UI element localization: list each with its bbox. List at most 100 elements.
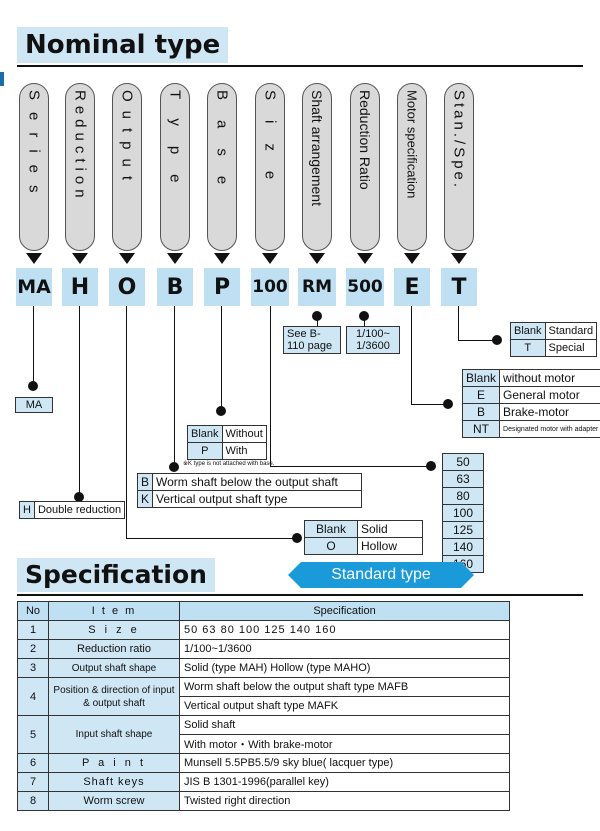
arrow-down-icon: [214, 253, 230, 264]
row-item: Worm screw: [48, 791, 180, 811]
option-key: Blank: [304, 520, 358, 538]
pill-label: Base: [213, 90, 231, 205]
connector: [221, 306, 222, 412]
row-no: 2: [17, 639, 49, 659]
table-row: 1 S i z e 50 63 80 100 125 140 160: [17, 620, 510, 640]
table-row: Vertical output shaft type MAFK: [18, 696, 510, 716]
connector: [270, 306, 271, 466]
row-spec: 1/100~1/3600: [179, 639, 510, 659]
row-no: 8: [17, 791, 49, 811]
option-value: General motor: [499, 386, 600, 404]
option-key: K: [136, 490, 154, 508]
connector: [317, 320, 318, 326]
spec-rule: [17, 594, 583, 596]
table-row: 8 Worm screw Twisted right direction: [17, 791, 510, 811]
pill-label: Shaft arrangement: [309, 90, 325, 206]
row-item: Shaft keys: [48, 772, 180, 792]
pill-label: Type: [166, 90, 184, 203]
arrow-down-icon: [404, 253, 420, 264]
option-key: E: [461, 386, 501, 404]
code-stan-spe: T: [441, 268, 477, 306]
option-key: P: [187, 442, 223, 460]
badge-shape: [288, 562, 474, 588]
size-value: 63: [442, 470, 484, 488]
pill-label: Series: [25, 90, 43, 205]
row-item: Output shaft shape: [48, 658, 180, 678]
arrow-down-icon: [119, 253, 135, 264]
nominal-type-title: Nominal type: [17, 27, 229, 63]
code-output: O: [109, 268, 145, 306]
connector: [270, 466, 430, 467]
size-value: 80: [442, 487, 484, 505]
table-row: 2 Reduction ratio 1/100~1/3600: [17, 639, 510, 659]
pill-reduction: Reduction: [65, 83, 95, 251]
pill-base: Base: [207, 83, 237, 251]
row-item: P a i n t: [48, 753, 180, 773]
pill-motor-specification: Motor specification: [397, 83, 427, 251]
pill-stan-spe: Stan./Spe.: [444, 83, 474, 251]
standard-type-badge: Standard type: [288, 562, 474, 588]
pill-label: Motor specification: [404, 90, 420, 199]
code-series: MA: [16, 268, 52, 306]
row-no: 6: [17, 753, 49, 773]
connector: [79, 306, 80, 496]
row-spec: Solid (type MAH) Hollow (type MAHO): [179, 658, 510, 678]
option-value: Without: [221, 425, 267, 443]
row-item: S i z e: [48, 620, 180, 640]
row-spec: 50 63 80 100 125 140 160: [179, 620, 510, 640]
connector: [174, 306, 175, 468]
edge-marker: [0, 72, 4, 86]
specification-table: No I t e m Specification 1 S i z e 50 63…: [17, 601, 510, 811]
pill-type: Type: [160, 83, 190, 251]
connector-dot: [312, 311, 322, 321]
code-base: P: [204, 268, 240, 306]
option-key: H: [19, 501, 35, 519]
row-no: 7: [17, 772, 49, 792]
pill-reduction-ratio: Reduction Ratio: [350, 83, 380, 251]
arrow-down-icon: [26, 253, 42, 264]
pill-label: Stan./Spe.: [450, 90, 468, 191]
size-value: 125: [442, 521, 484, 539]
row-spec: Twisted right direction: [179, 791, 510, 811]
pill-shaft-arrangement: Shaft arrangement: [302, 83, 332, 251]
row-no: 3: [17, 658, 49, 678]
pill-output: Output: [112, 83, 142, 251]
connector: [364, 320, 365, 326]
row-no: 1: [17, 620, 49, 640]
pill-label: Reduction Ratio: [357, 90, 373, 190]
specification-title: Specification: [17, 558, 215, 592]
arrow-down-icon: [451, 253, 467, 264]
arrow-down-icon: [72, 253, 88, 264]
code-size: 100: [251, 268, 289, 306]
pill-label: Output: [118, 90, 136, 190]
connector-dot: [74, 492, 84, 502]
connector-dot: [359, 311, 369, 321]
connector: [411, 404, 447, 405]
code-type: B: [157, 268, 193, 306]
option-value: Hollow: [357, 537, 423, 555]
option-key: B: [461, 403, 501, 421]
table-row: With motor・With brake-motor: [18, 734, 510, 754]
row-spec: Munsell 5.5PB5.5/9 sky blue( lacquer typ…: [179, 753, 510, 773]
connector-dot: [443, 399, 453, 409]
table-sizes: 50 63 80 100 125 140 160: [442, 453, 484, 573]
connector: [126, 538, 296, 539]
option-value: With: [221, 442, 267, 460]
row-item: Input shaft shape: [48, 715, 180, 754]
code-reduction: H: [62, 268, 98, 306]
size-value: 100: [442, 504, 484, 522]
connector: [458, 306, 459, 340]
code-motor: E: [394, 268, 430, 306]
row-spec: With motor・With brake-motor: [179, 734, 510, 754]
row-spec: Solid shaft: [179, 715, 510, 735]
row-item: Position & direction of input & output s…: [48, 677, 180, 716]
header-spec: Specification: [179, 601, 510, 621]
connector: [458, 340, 496, 341]
connector-dot: [216, 406, 226, 416]
connector-dot: [426, 461, 436, 471]
code-reduction-ratio: 500: [346, 268, 384, 306]
pill-size: Size: [255, 83, 285, 251]
